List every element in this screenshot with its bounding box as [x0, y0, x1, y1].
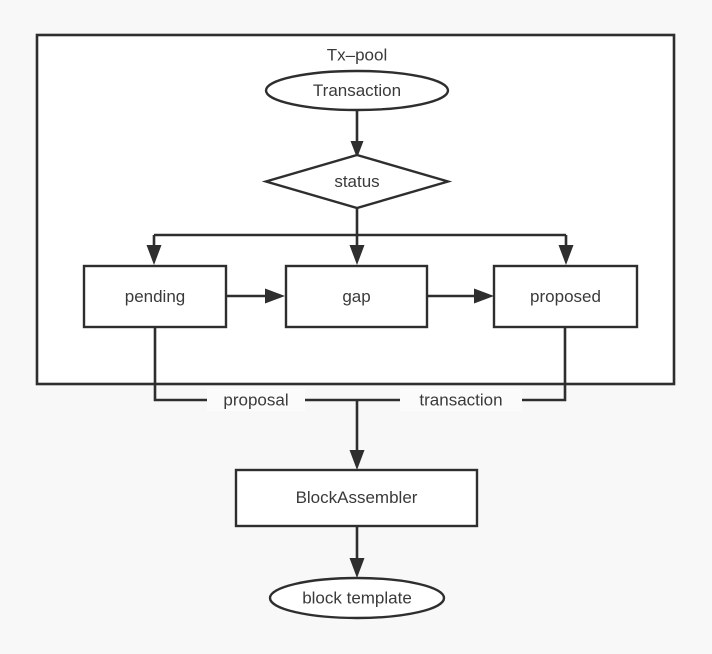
arrowhead-status-to-gap: [349, 245, 365, 265]
node-transaction-shape[interactable]: [264, 69, 450, 112]
edge-label-proposal: proposal: [223, 390, 288, 409]
arrowhead-join-to-blockassembler: [349, 450, 365, 470]
arrowhead-transaction-to-status: [350, 141, 364, 158]
arrowhead-status-to-pending: [146, 245, 162, 265]
txpool-label: Tx–pool: [327, 45, 387, 64]
node-blockassembler-label: BlockAssembler: [296, 488, 418, 507]
node-blocktemplate-label: block template: [302, 588, 412, 607]
arrowhead-pending-to-gap: [265, 288, 285, 304]
node-blocktemplate-shape[interactable]: [268, 576, 446, 620]
node-status-label: status: [334, 172, 379, 191]
edge-label-transaction: transaction: [419, 390, 502, 409]
arrowhead-status-to-proposed: [558, 245, 574, 265]
node-pending-shape[interactable]: [82, 264, 228, 329]
node-status-shape[interactable]: [261, 153, 453, 210]
edge-label-proposal-bg: [207, 389, 305, 411]
node-blockassembler-shape[interactable]: [234, 468, 479, 528]
node-proposed-label: proposed: [530, 287, 601, 306]
arrowhead-blockassembler-to-template: [349, 558, 365, 578]
node-transaction-label: Transaction: [313, 81, 401, 100]
arrowhead-gap-to-proposed: [474, 288, 494, 304]
edge-label-transaction-bg: [400, 389, 522, 411]
node-gap-shape[interactable]: [284, 264, 429, 329]
node-pending-label: pending: [125, 287, 186, 306]
node-gap-label: gap: [342, 287, 370, 306]
node-proposed-shape[interactable]: [492, 264, 639, 329]
